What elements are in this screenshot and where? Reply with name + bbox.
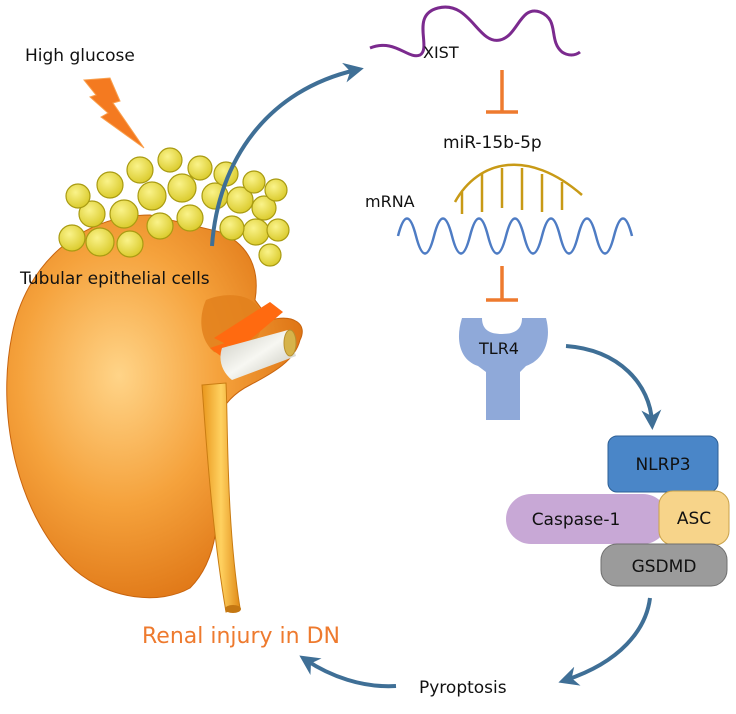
xist-label: XIST [423, 43, 459, 62]
gsdmd-box [600, 543, 728, 587]
asc-label: ASC [677, 509, 711, 529]
xist-strand [369, 5, 581, 58]
pyroptosis-label: Pyroptosis [419, 678, 507, 698]
mrna-wave [396, 217, 634, 255]
inhibit-xist-mir [486, 70, 518, 114]
arrow-gsdmd-to-pyroptosis [558, 597, 652, 686]
tubular-cells-label: Tubular epithelial cells [19, 269, 210, 289]
arrow-pyroptosis-to-injury [299, 655, 397, 689]
caspase1-label: Caspase-1 [532, 510, 621, 530]
high-glucose-label: High glucose [25, 46, 135, 66]
tlr4-label: TLR4 [478, 339, 519, 358]
renal-injury-label: Renal injury in DN [142, 624, 340, 649]
receptor-icon [458, 318, 548, 420]
kidney-icon [6, 214, 303, 613]
lightning-bolt-icon [83, 77, 145, 149]
nlrp3-label: NLRP3 [635, 455, 690, 475]
inhibit-mrna-tlr4 [486, 266, 518, 302]
nlrp3-box [607, 435, 719, 493]
arrow-tlr4-to-nlrp3 [565, 344, 662, 430]
mirna-strand [453, 163, 583, 214]
mrna-label: mRNA [365, 192, 415, 211]
mir-label: miR-15b-5p [443, 133, 542, 153]
gsdmd-label: GSDMD [632, 557, 697, 577]
arrow-cells-to-xist [210, 62, 364, 247]
caspase1-box [506, 494, 668, 544]
cell-cluster [58, 147, 290, 267]
